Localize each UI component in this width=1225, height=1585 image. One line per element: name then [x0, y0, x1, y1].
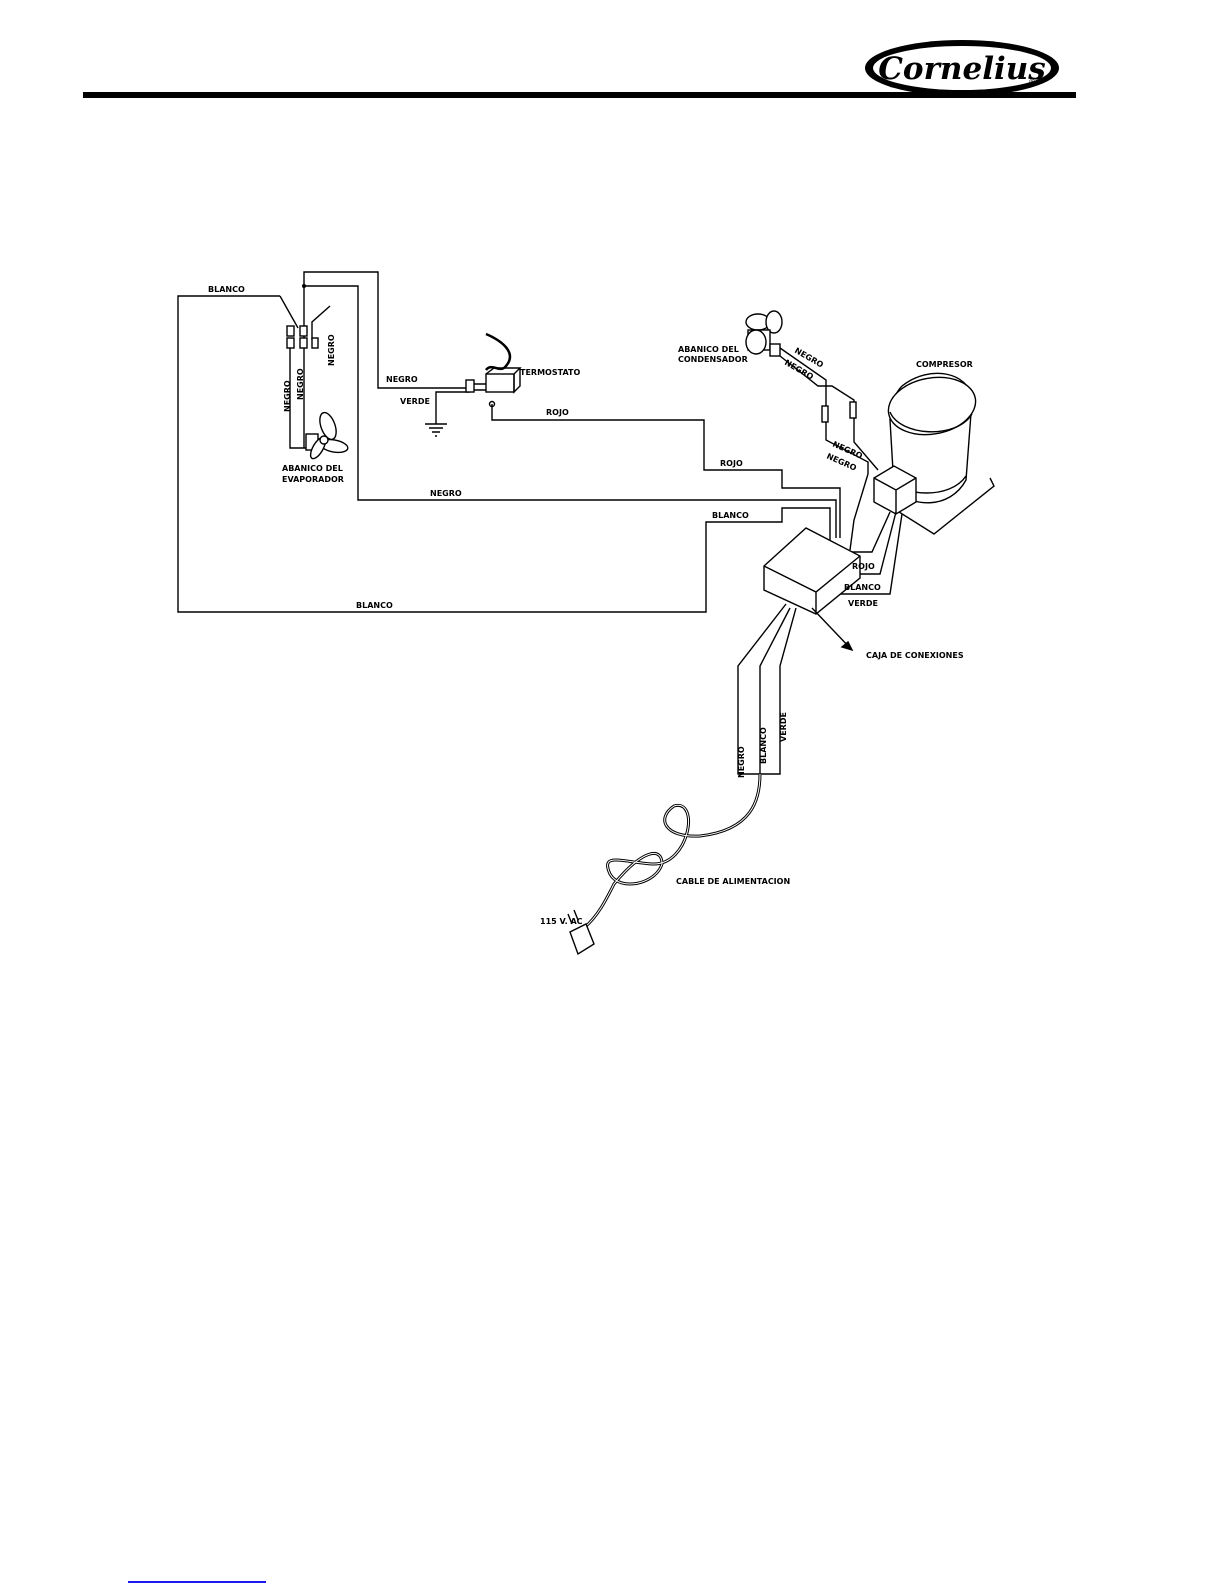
label-abanico-evap-line1: ABANICO DEL [282, 464, 343, 473]
label-rojo-1: ROJO [546, 408, 569, 417]
wire-rojo [492, 404, 840, 538]
label-rojo-compressor: ROJO [852, 562, 875, 571]
label-rojo-2: ROJO [720, 459, 743, 468]
label-voltage: 115 V. AC [540, 917, 583, 926]
footer-link-underline[interactable] [128, 1581, 266, 1583]
label-cord-negro: NEGRO [737, 746, 746, 778]
label-compresor: COMPRESOR [916, 360, 973, 369]
compressor-icon [874, 371, 994, 534]
label-abanico-evap-line2: EVAPORADOR [282, 475, 344, 484]
label-abanico-cond-line1: ABANICO DEL [678, 345, 739, 354]
label-verde-thermostat: VERDE [400, 397, 430, 406]
label-verde-compressor: VERDE [848, 599, 878, 608]
thermostat-body [486, 374, 514, 392]
label-blanco-mid: BLANCO [712, 511, 749, 520]
label-negro-thermostat: NEGRO [386, 375, 418, 384]
label-cord-blanco: BLANCO [759, 727, 768, 764]
wire-verde-ground [436, 392, 470, 424]
evaporator-fan-icon [306, 410, 349, 460]
wire-blanco-top [280, 296, 298, 328]
label-blanco-bottom: BLANCO [356, 601, 393, 610]
label-blanco-top: BLANCO [208, 285, 245, 294]
power-cable [584, 774, 760, 928]
label-caja-de-conexiones: CAJA DE CONEXIONES [866, 651, 964, 660]
label-blanco-compressor: BLANCO [844, 583, 881, 592]
label-cable-de-alimentacion: CABLE DE ALIMENTACION [676, 877, 790, 886]
label-negro-long: NEGRO [430, 489, 462, 498]
label-abanico-cond-line2: CONDENSADOR [678, 355, 748, 364]
wire-blanco-loop [178, 296, 830, 612]
label-negro-vert-1: NEGRO [283, 380, 292, 412]
thermostat-bulb [486, 334, 510, 370]
label-negro-vert-2: NEGRO [296, 368, 305, 400]
condenser-fan-icon [746, 311, 782, 356]
label-negro-vert-3: NEGRO [327, 334, 336, 366]
wire-negro-top-frame [304, 272, 470, 388]
label-cord-verde: VERDE [779, 712, 788, 742]
label-termostato: TERMOSTATO [520, 368, 580, 377]
junction-box-icon [764, 528, 860, 614]
